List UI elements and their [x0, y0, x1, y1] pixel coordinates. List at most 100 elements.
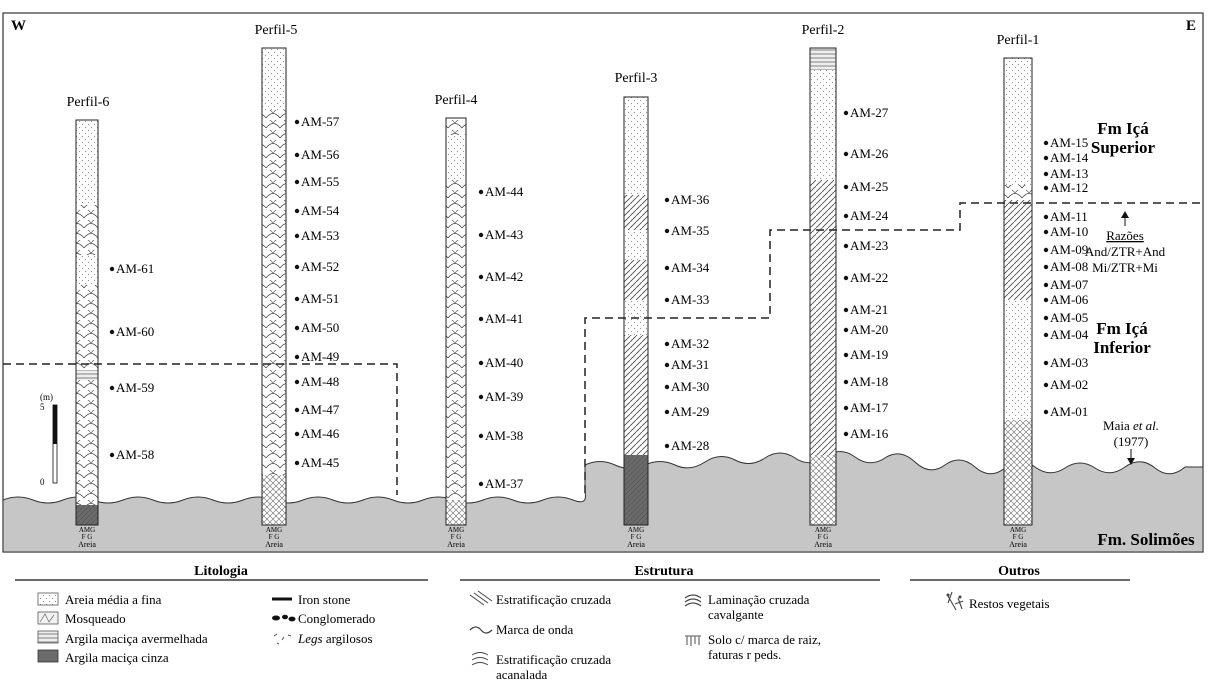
- sample-dot: [294, 460, 300, 466]
- sample-label: AM-14: [1050, 150, 1089, 165]
- sample-label: AM-37: [485, 476, 524, 491]
- sample-dot: [843, 151, 849, 157]
- profile-title: Perfil-1: [997, 33, 1040, 48]
- column-outline: [809, 47, 837, 526]
- sample-label: AM-04: [1050, 327, 1089, 342]
- sample-dot: [1043, 382, 1049, 388]
- sample-dot: [664, 197, 670, 203]
- column-outline: [261, 47, 287, 526]
- sample-label: AM-48: [301, 374, 339, 389]
- sample-dot: [478, 394, 484, 400]
- sample-label: AM-33: [671, 292, 709, 307]
- climbing-lamination-icon: [684, 594, 702, 607]
- legend-outros-title: Outros: [998, 564, 1040, 579]
- legend-gray-clay: Argila maciça cinza: [65, 650, 169, 665]
- sample-label: AM-05: [1050, 310, 1088, 325]
- scale-bottom-label: 0: [40, 477, 45, 487]
- lithology-segment: [76, 285, 98, 370]
- sample-label: AM-20: [850, 322, 888, 337]
- sample-dot: [478, 189, 484, 195]
- sample-dot: [478, 274, 484, 280]
- solimoes-formation-band: [2, 451, 1204, 553]
- west-label: W: [11, 18, 26, 34]
- sample-label: AM-60: [116, 324, 154, 339]
- east-label: E: [1186, 18, 1196, 34]
- sample-label: AM-13: [1050, 166, 1088, 181]
- grain-label-top: AMG: [1010, 526, 1026, 534]
- legend-trough-cross-bedding-1: Estratificação cruzada: [496, 652, 611, 667]
- sample-dot: [1043, 155, 1049, 161]
- sample-dot: [843, 379, 849, 385]
- sample-dot: [1043, 185, 1049, 191]
- sample-dot: [294, 119, 300, 125]
- sample-label: AM-19: [850, 347, 888, 362]
- sample-dot: [294, 431, 300, 437]
- mottled-swatch: [37, 611, 59, 625]
- lower-formation-line2: Inferior: [1093, 338, 1151, 357]
- grain-label-bottom: Areia: [627, 540, 645, 549]
- lithology-segment: [262, 48, 286, 110]
- grain-label-top: AMG: [79, 526, 95, 534]
- legend-climbing-lamination-2: cavalgante: [708, 607, 764, 622]
- sample-label: AM-27: [850, 105, 889, 120]
- lithology-segment: [1004, 200, 1032, 300]
- lithology-segment: [624, 195, 648, 230]
- maia-arrowhead: [1127, 458, 1135, 465]
- ratios-line2: Mi/ZTR+Mi: [1092, 260, 1158, 275]
- sample-label: AM-15: [1050, 135, 1088, 150]
- sample-label: AM-50: [301, 320, 339, 335]
- lithology-segment: [1004, 185, 1032, 200]
- sample-label: AM-46: [301, 426, 340, 441]
- sample-dot: [843, 327, 849, 333]
- sample-dot: [1043, 214, 1049, 220]
- sample-dot: [294, 296, 300, 302]
- legend-iron-stone: Iron stone: [298, 592, 351, 607]
- grain-label-mid: F G: [82, 533, 93, 541]
- sample-dot: [843, 110, 849, 116]
- sample-dot: [843, 213, 849, 219]
- sample-label: AM-58: [116, 447, 154, 462]
- legend-climbing-lamination-1: Laminação cruzada: [708, 592, 810, 607]
- legend-soil-1: Solo c/ marca de raiz,: [708, 632, 821, 647]
- sample-label: AM-55: [301, 174, 339, 189]
- maia-citation: Maia et al.: [1103, 418, 1159, 433]
- lithology-segment: [810, 180, 836, 455]
- sample-label: AM-39: [485, 389, 523, 404]
- sample-label: AM-24: [850, 208, 889, 223]
- legend-mottled: Mosqueado: [65, 611, 126, 626]
- grain-label-top: AMG: [628, 526, 644, 534]
- legend-clay-legs: Legs argilosos: [297, 631, 373, 646]
- lithology-segment: [810, 455, 836, 525]
- lower-formation-line1: Fm Içá: [1096, 319, 1148, 338]
- lithology-segment: [624, 335, 648, 455]
- sample-label: AM-40: [485, 355, 523, 370]
- sample-dot: [1043, 171, 1049, 177]
- ratios-arrowhead: [1121, 211, 1129, 218]
- legend-red-clay: Argila maciça avermelhada: [65, 631, 208, 646]
- lithology-segment: [624, 260, 648, 300]
- sample-label: AM-21: [850, 302, 888, 317]
- grain-label-top: AMG: [266, 526, 282, 534]
- cross-bedding-icon: [469, 590, 493, 606]
- sample-dot: [1043, 297, 1049, 303]
- conglomerate-symbol: [272, 614, 296, 622]
- sample-label: AM-59: [116, 380, 154, 395]
- sample-label: AM-08: [1050, 259, 1088, 274]
- grain-label-mid: F G: [631, 533, 642, 541]
- sample-label: AM-10: [1050, 224, 1088, 239]
- column-outline: [1003, 57, 1033, 526]
- scale-unit: (m): [40, 392, 53, 402]
- ratios-line1: And/ZTR+And: [1085, 244, 1166, 259]
- column-outline: [445, 117, 467, 526]
- scale-bar-fill: [53, 405, 57, 444]
- sample-label: AM-38: [485, 428, 523, 443]
- sample-dot: [294, 325, 300, 331]
- sample-dot: [1043, 332, 1049, 338]
- legend-sand: Areia média a fina: [65, 592, 162, 607]
- sample-dot: [664, 297, 670, 303]
- sand-swatch: [37, 592, 59, 606]
- sample-dot: [478, 316, 484, 322]
- sample-label: AM-26: [850, 146, 889, 161]
- sample-dot: [109, 329, 115, 335]
